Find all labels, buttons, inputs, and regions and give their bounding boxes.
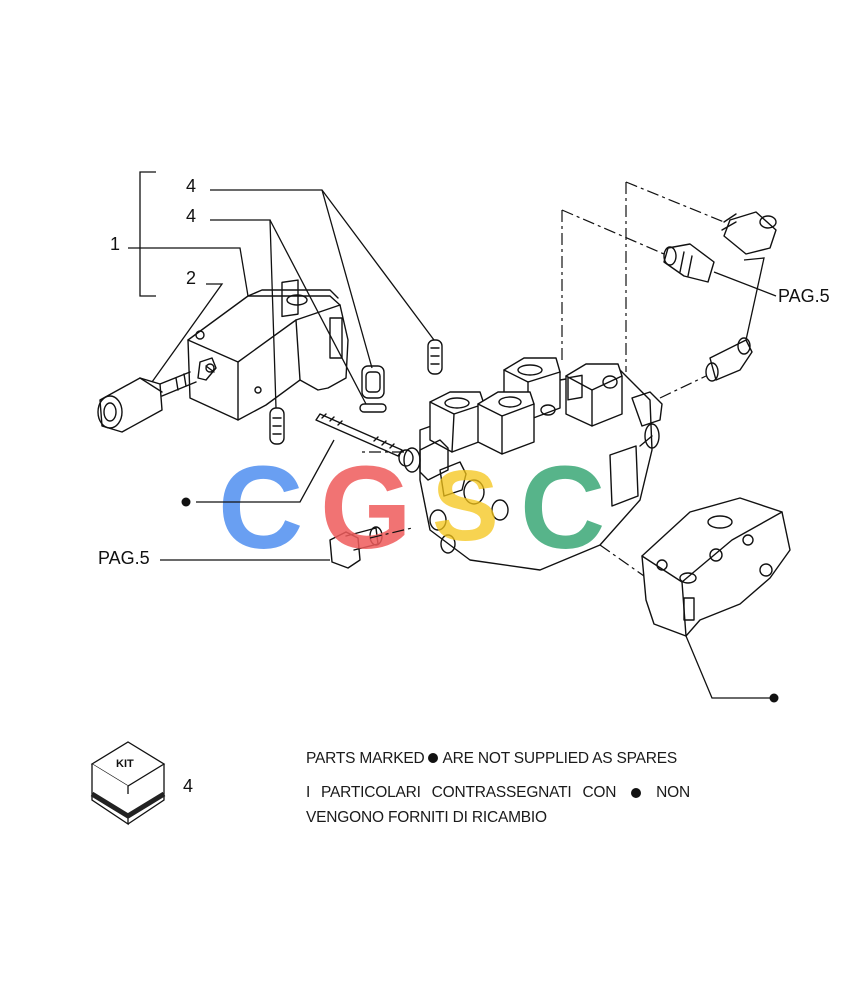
page-ref-right: PAG.5 [778, 286, 830, 306]
fitting-elbow-mid [705, 337, 753, 382]
seal-set [269, 339, 443, 445]
not-supplied-bullet [181, 497, 191, 507]
watermark-letter: C [520, 442, 605, 574]
note-line-1a: PARTS MARKED [306, 750, 425, 767]
right-end-section [641, 497, 791, 637]
bullet-symbol [631, 788, 642, 799]
kit-box-icon: KIT [90, 741, 166, 826]
bullet-symbol [428, 753, 439, 763]
note-line-2d: CON [582, 784, 617, 802]
page-ref-left: PAG.5 [98, 548, 150, 568]
watermark-letter: G [320, 442, 412, 574]
note-line-2: I PARTICOLARI CONTRASSEGNATI CON NON [306, 779, 690, 809]
note-line-2a: I [306, 784, 311, 802]
watermark-letter: S [432, 450, 499, 562]
note-line-3: VENGONO FORNITI DI RICAMBIO [306, 809, 547, 826]
main-valve-block [403, 357, 663, 571]
note-line-1: PARTS MARKED ARE NOT SUPPLIED AS SPARES [306, 749, 690, 779]
fitting-elbow-top [721, 211, 777, 255]
note-line-1b: ARE NOT SUPPLIED AS SPARES [442, 750, 678, 767]
not-supplied-bullet [769, 693, 779, 703]
tie-rod [315, 413, 414, 467]
note-line-2c: CONTRASSEGNATI [431, 784, 572, 802]
callout-1: 1 [110, 234, 120, 254]
note-line-2e: NON [656, 784, 690, 802]
leader-lines [128, 171, 777, 699]
callout-4-second: 4 [186, 206, 196, 226]
spares-note: PARTS MARKED ARE NOT SUPPLIED AS SPARES I… [306, 749, 690, 838]
watermark-logo: C G S C [218, 442, 605, 574]
callout-2: 2 [186, 268, 196, 288]
fitting-left-elbow [329, 526, 383, 569]
kit-label: KIT [116, 758, 134, 770]
left-end-section [187, 279, 349, 421]
fitting-straight [663, 243, 715, 283]
watermark-letter: C [218, 442, 303, 574]
assembly-centerlines [360, 181, 725, 577]
callout-4-top: 4 [186, 176, 196, 196]
part-2-connector [97, 371, 197, 433]
note-line-2b: PARTICOLARI [321, 784, 421, 802]
callout-labels: 1 2 4 4 PAG.5 PAG.5 [98, 176, 830, 568]
kit-number: 4 [183, 776, 194, 796]
